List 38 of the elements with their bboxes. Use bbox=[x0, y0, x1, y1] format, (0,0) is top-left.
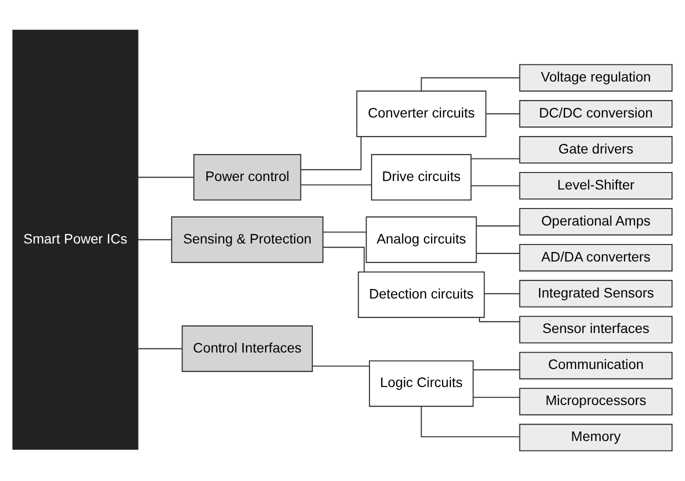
node-box: Operational Amps bbox=[519, 208, 673, 236]
node-box: Integrated Sensors bbox=[519, 280, 673, 308]
node-box: Communication bbox=[519, 352, 673, 380]
node-box: Microprocessors bbox=[519, 388, 673, 416]
connector bbox=[420, 406, 520, 438]
connector bbox=[138, 348, 182, 350]
node-box: Control Interfaces bbox=[182, 325, 313, 372]
node-box: Gate drivers bbox=[519, 136, 673, 164]
node-box: Sensor interfaces bbox=[519, 316, 673, 344]
node-box: Level-Shifter bbox=[519, 172, 673, 200]
node-box: Detection circuits bbox=[358, 271, 485, 318]
connector bbox=[300, 184, 372, 186]
connector bbox=[473, 369, 520, 370]
node-box: Power control bbox=[193, 154, 302, 201]
connector bbox=[473, 396, 520, 398]
node-box: AD/DA converters bbox=[519, 244, 673, 272]
connector bbox=[471, 185, 520, 186]
node-box: Logic Circuits bbox=[368, 360, 474, 407]
connector bbox=[323, 232, 366, 233]
connector bbox=[138, 239, 172, 240]
node-box: Analog circuits bbox=[366, 216, 477, 263]
node-box: Converter circuits bbox=[356, 90, 486, 138]
connector bbox=[484, 293, 520, 294]
connector bbox=[138, 176, 194, 178]
node-box: Drive circuits bbox=[371, 154, 472, 201]
connector bbox=[300, 136, 362, 170]
connector bbox=[476, 252, 520, 254]
node-box: Voltage regulation bbox=[519, 64, 673, 92]
connector bbox=[486, 113, 520, 114]
connector bbox=[476, 225, 520, 226]
connector bbox=[478, 317, 520, 322]
connector bbox=[471, 158, 520, 160]
connector bbox=[312, 366, 370, 367]
node-box: Memory bbox=[519, 424, 673, 452]
connector bbox=[322, 246, 365, 272]
node-box: Sensing & Protection bbox=[171, 216, 324, 263]
node-box: Smart Power ICs bbox=[12, 30, 138, 450]
node-box: DC/DC conversion bbox=[519, 100, 673, 128]
